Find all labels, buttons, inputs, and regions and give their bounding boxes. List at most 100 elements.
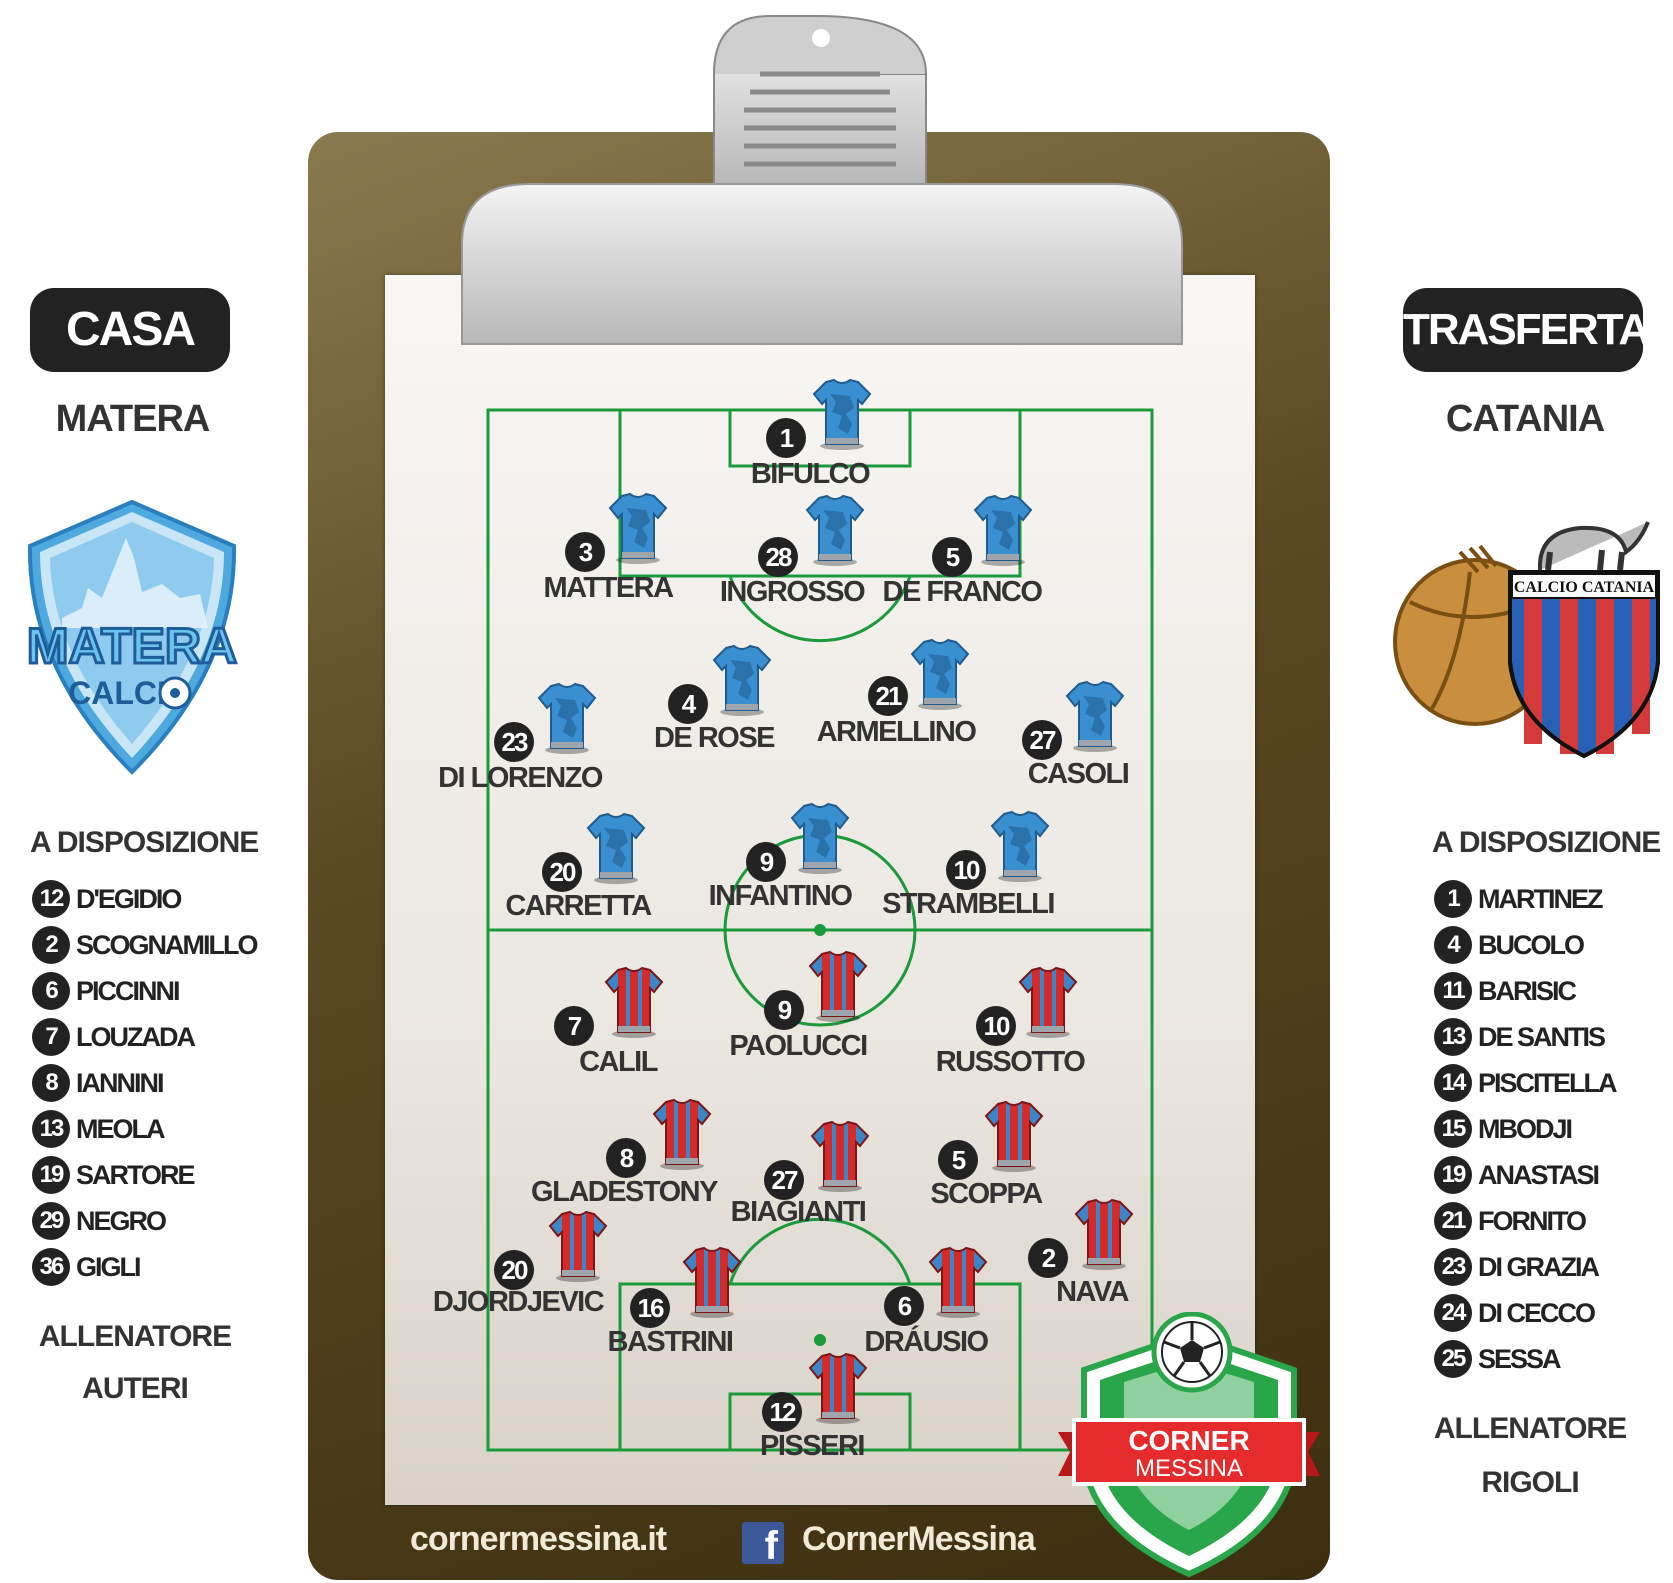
sub-name: MEOLA — [76, 1113, 165, 1144]
player-number: 1 — [766, 418, 806, 458]
sub-number: 36 — [32, 1248, 70, 1286]
matera-logo-text: MATERA — [27, 618, 237, 674]
player-name: DE ROSE — [653, 722, 776, 754]
sub-number: 7 — [32, 1018, 70, 1056]
player-name: SCOPPA — [930, 1178, 1043, 1210]
sub-name: DI GRAZIA — [1478, 1251, 1600, 1282]
jersey-icon — [910, 638, 970, 715]
sub-number: 19 — [1434, 1156, 1472, 1194]
sub-name: MARTINEZ — [1478, 883, 1603, 914]
player-name: CASOLI — [1027, 758, 1130, 790]
jersey-icon — [812, 378, 872, 455]
home-team-name: MATERA — [55, 398, 211, 440]
jersey-icon — [1074, 1198, 1134, 1275]
catania-logo: CALCIO CATANIA — [1393, 521, 1660, 759]
player-number: 10 — [976, 1006, 1016, 1046]
player-number: 5 — [938, 1140, 978, 1180]
jersey-icon — [805, 494, 865, 571]
catania-logo-text: CALCIO CATANIA — [1514, 579, 1655, 596]
jersey-icon — [928, 1246, 988, 1323]
sub-number: 4 — [1434, 926, 1472, 964]
player-name: CARRETTA — [505, 890, 652, 922]
clipboard-clip — [461, 15, 1183, 345]
away-badge: TRASFERTA — [1403, 288, 1650, 372]
catania-shield: CALCIO CATANIA — [1508, 570, 1660, 759]
jersey-icon — [790, 802, 850, 879]
player-name: DJORDJEVIC — [432, 1286, 605, 1318]
footer-site[interactable]: cornermessina.it — [410, 1520, 667, 1558]
sub-name: BUCOLO — [1478, 929, 1585, 960]
footer-facebook[interactable]: CornerMessina — [802, 1520, 1036, 1558]
player-number: 9 — [764, 990, 804, 1030]
jersey-icon — [537, 682, 597, 759]
jersey-icon — [973, 494, 1033, 571]
facebook-icon[interactable]: f — [742, 1522, 784, 1568]
sub-number: 1 — [1434, 880, 1472, 918]
sub-name: PICCINNI — [76, 975, 181, 1006]
jersey-icon — [810, 1120, 870, 1197]
sub-number: 13 — [1434, 1018, 1472, 1056]
sub-name: IANNINI — [76, 1067, 164, 1098]
pitch — [486, 408, 1154, 1452]
sub-number: 25 — [1434, 1340, 1472, 1378]
player-number: 20 — [542, 852, 582, 892]
sub-name: LOUZADA — [76, 1021, 196, 1052]
sub-name: DI CECCO — [1478, 1297, 1596, 1328]
jersey-icon — [1018, 966, 1078, 1043]
sub-number: 8 — [32, 1064, 70, 1102]
sub-number: 13 — [32, 1110, 70, 1148]
away-subs-title: A DISPOSIZIONE — [1432, 826, 1661, 859]
jersey-icon — [984, 1100, 1044, 1177]
player-number: 8 — [606, 1138, 646, 1178]
player-name: INFANTINO — [708, 880, 853, 912]
player-name: ARMELLINO — [816, 716, 977, 748]
player-number: 4 — [668, 684, 708, 724]
sub-number: 23 — [1434, 1248, 1472, 1286]
sub-name: D'EGIDIO — [76, 883, 182, 914]
away-coach-title: ALLENATORE — [1433, 1412, 1627, 1445]
sub-number: 24 — [1434, 1294, 1472, 1332]
jersey-icon — [808, 950, 868, 1027]
player-number: 16 — [630, 1288, 670, 1328]
matera-logo: MATERA CALCI — [25, 499, 239, 775]
player-name: DRÁUSIO — [864, 1326, 989, 1358]
player-name: NAVA — [1056, 1276, 1129, 1308]
sub-name: MBODJI — [1478, 1113, 1573, 1144]
corner-messina-badge: CORNER MESSINA — [1058, 1312, 1320, 1578]
player-name: CALIL — [579, 1046, 658, 1078]
away-coach-name: RIGOLI — [1481, 1466, 1579, 1499]
jersey-icon — [586, 812, 646, 889]
jersey-icon — [652, 1098, 712, 1175]
player-number: 27 — [1022, 720, 1062, 760]
player-name: BASTRINI — [607, 1326, 734, 1358]
jersey-icon — [604, 966, 664, 1043]
player-name: PISSERI — [760, 1430, 865, 1462]
player-name: DI LORENZO — [438, 762, 603, 794]
matera-logo-subtext: CALCI — [68, 675, 166, 711]
home-subs-title: A DISPOSIZIONE — [30, 826, 259, 859]
player-name: BIAGIANTI — [730, 1196, 867, 1228]
jersey-icon — [1065, 680, 1125, 757]
away-team-name: CATANIA — [1445, 398, 1605, 440]
player-number: 21 — [868, 676, 908, 716]
sub-number: 14 — [1434, 1064, 1472, 1102]
player-number: 5 — [932, 537, 972, 577]
jersey-icon — [990, 810, 1050, 887]
